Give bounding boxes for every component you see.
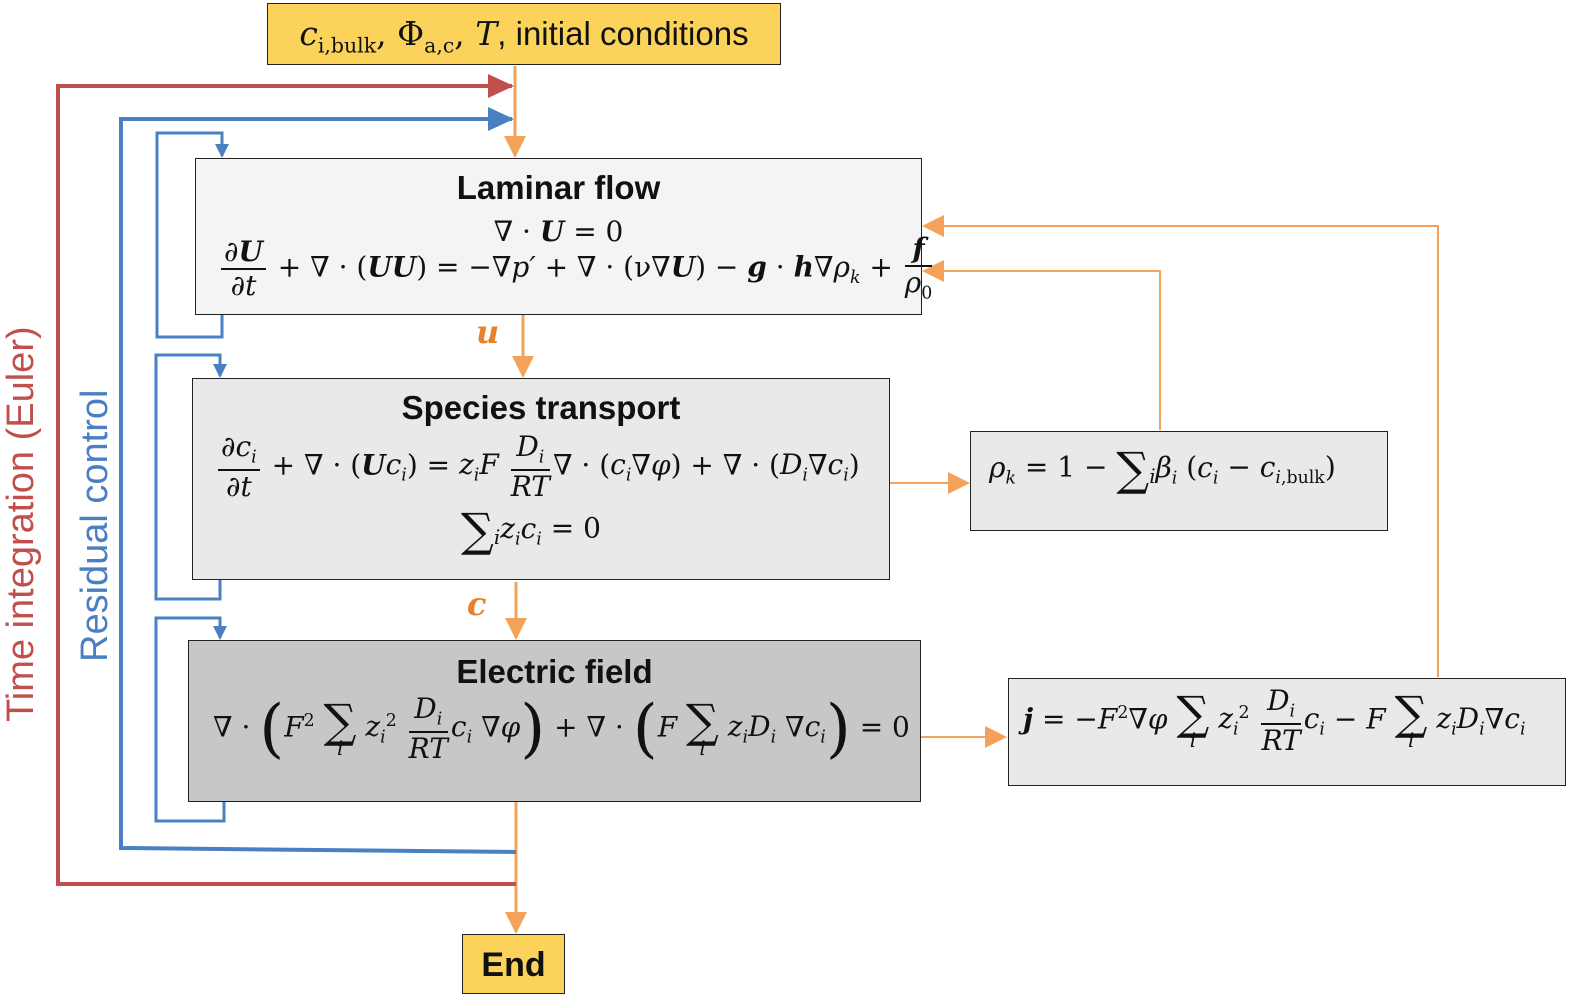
residual-loop-line — [119, 107, 517, 854]
start-box: ci,bulk, Φa,c, T, initial conditions — [267, 3, 781, 65]
species-transport-box: Species transport ∂ci∂t + ∇ · (Uci) = zi… — [192, 378, 890, 580]
end-label: End — [481, 946, 546, 984]
species-inner-loop — [154, 353, 227, 601]
momentum-equation: ∂U∂t + ∇ · (UU) = −∇p′ + ∇ · (ν∇U) − g ·… — [218, 232, 935, 305]
species-transport-title: Species transport — [401, 389, 681, 426]
end-box: End — [462, 934, 565, 994]
laminar-flow-title: Laminar flow — [456, 169, 661, 206]
side-flow-arrows — [889, 215, 1439, 748]
residual-control-label: Residual control — [74, 389, 116, 662]
laminar-flow-box: Laminar flow ∇ · U = 0 ∂U∂t + ∇ · (UU) =… — [195, 158, 933, 315]
continuity-equation: ∇ · U = 0 — [493, 215, 624, 248]
electric-inner-loop — [154, 616, 227, 823]
time-integration-label: Time integration (Euler) — [0, 326, 42, 722]
electroneutrality-equation: ∑izici = 0 — [461, 503, 601, 557]
concentration-label: c — [467, 585, 487, 623]
time-loop-line — [56, 74, 516, 886]
electric-field-title: Electric field — [456, 653, 653, 690]
density-box: ρk = 1 − ∑iβi (ci − ci,bulk) — [970, 431, 1388, 531]
laminar-inner-loop — [155, 131, 229, 339]
main-flow-arrows — [504, 66, 534, 934]
velocity-label: u — [476, 313, 500, 351]
start-label: ci,bulk, Φa,c, T, initial conditions — [299, 14, 749, 58]
density-equation: ρk = 1 − ∑iβi (ci − ci,bulk) — [989, 442, 1336, 496]
